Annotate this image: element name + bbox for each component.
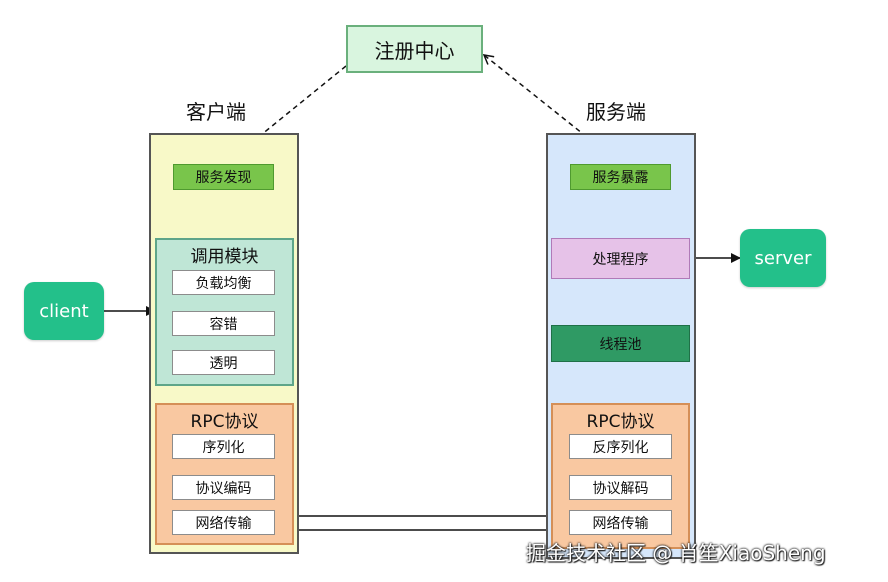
- transparent-label: 透明: [209, 355, 238, 372]
- client-network-box: 网络传输: [172, 510, 275, 535]
- service-expose-chip: 服务暴露: [570, 164, 671, 190]
- invoke-module-title: 调用模块: [190, 246, 259, 267]
- server-pill-label: server: [754, 247, 812, 269]
- protocol-decode-label: 协议解码: [592, 480, 649, 497]
- service-discovery-chip: 服务发现: [173, 164, 274, 190]
- handler-box: 处理程序: [551, 238, 690, 279]
- thread-pool-box: 线程池: [551, 325, 690, 362]
- client-rpc-title: RPC协议: [190, 411, 259, 432]
- registry-box: 注册中心: [346, 25, 483, 73]
- server-network-label: 网络传输: [592, 515, 649, 532]
- deserialize-label: 反序列化: [592, 439, 649, 456]
- server-network-box: 网络传输: [569, 510, 672, 535]
- transparent-box: 透明: [172, 350, 275, 375]
- registry-label: 注册中心: [374, 38, 455, 63]
- load-balance-box: 负载均衡: [172, 270, 275, 295]
- handler-label: 处理程序: [592, 251, 649, 268]
- fault-tolerance-box: 容错: [172, 311, 275, 336]
- service-expose-label: 服务暴露: [592, 170, 649, 186]
- client-pill-label: client: [39, 300, 89, 322]
- load-balance-label: 负载均衡: [195, 275, 252, 292]
- protocol-decode-box: 协议解码: [569, 475, 672, 500]
- serialize-label: 序列化: [202, 439, 245, 456]
- thread-pool-label: 线程池: [599, 336, 642, 353]
- client-side-title: 客户端: [186, 100, 246, 124]
- client-network-label: 网络传输: [195, 515, 252, 532]
- protocol-encode-box: 协议编码: [172, 475, 275, 500]
- deserialize-box: 反序列化: [569, 434, 672, 459]
- service-discovery-label: 服务发现: [195, 170, 252, 186]
- fault-tolerance-label: 容错: [209, 316, 238, 333]
- watermark: 掘金技术社区 @ 肖笙XiaoSheng: [526, 541, 826, 565]
- server-pill: server: [740, 229, 826, 287]
- server-side-title: 服务端: [586, 100, 646, 124]
- server-rpc-title: RPC协议: [586, 411, 655, 432]
- protocol-encode-label: 协议编码: [195, 480, 252, 497]
- serialize-box: 序列化: [172, 434, 275, 459]
- client-pill: client: [24, 282, 104, 340]
